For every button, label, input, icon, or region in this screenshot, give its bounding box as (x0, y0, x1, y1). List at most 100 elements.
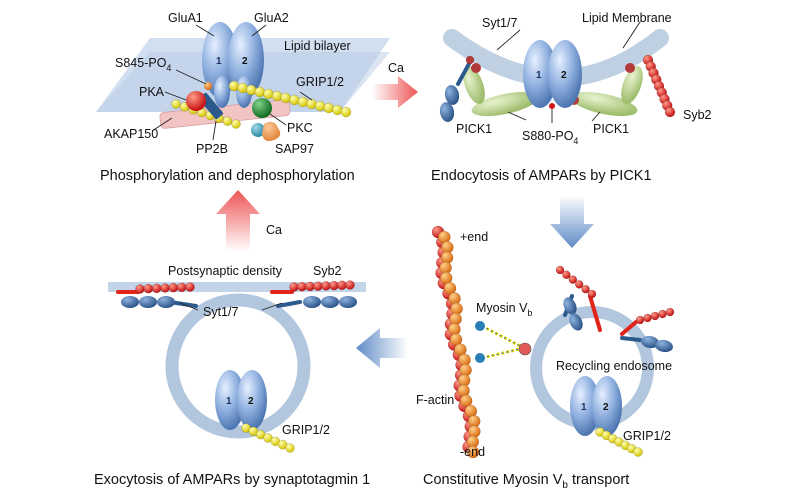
syt-chain-myosin-right (620, 335, 673, 353)
grip-chain-phospho (171, 80, 352, 129)
grip-bead (254, 86, 266, 98)
syt-linker (620, 336, 642, 342)
subunit-number-2-endo: 2 (561, 70, 567, 81)
sap97-blob (262, 121, 281, 142)
syt-chain-endo (439, 55, 475, 122)
pick1-left-label: PICK1 (456, 122, 492, 136)
syt-domain (157, 296, 175, 308)
syb2-bead (185, 282, 195, 292)
s880-label: S880-PO4 (522, 129, 578, 146)
s845-label: S845-PO4 (115, 56, 171, 73)
s845-subscript: 4 (166, 63, 171, 73)
myosin-subscript: b (527, 308, 532, 318)
myosin-head-2 (475, 353, 485, 363)
syt-domain (439, 102, 455, 122)
exo-leader-lines (179, 302, 283, 311)
syb2-bead (160, 283, 170, 293)
subunit-number-2: 2 (242, 56, 248, 67)
syb2-label-endo: Syb2 (683, 108, 712, 122)
ca-arrow-right: Ca (372, 61, 418, 108)
grip-bead (306, 98, 317, 110)
grip-bead (263, 88, 274, 100)
syb2-bead (297, 281, 307, 292)
grip-bead (245, 84, 257, 96)
subunit-number-1-exo: 1 (226, 396, 232, 407)
grip-bead (314, 100, 326, 112)
endocytosis-caption: Endocytosis of AMPARs by PICK1 (431, 168, 652, 184)
pick1-left-arm (463, 65, 485, 105)
flow-arrow-left (356, 328, 408, 368)
syb2-linker (588, 294, 602, 332)
ca-arrow-up: Ca (216, 190, 282, 252)
syb2-bead (568, 275, 578, 284)
syb2-bead (581, 284, 590, 294)
exocytic-vesicle-ring (165, 293, 311, 439)
glua1-subunit-myosin (570, 376, 600, 436)
grip-bead (271, 90, 283, 102)
syb2-bead (643, 313, 652, 323)
myosin-caption: Constitutive Myosin Vb transport (423, 472, 629, 491)
glua2-label: GluA2 (254, 11, 289, 25)
sap97-label: SAP97 (275, 142, 314, 156)
myosin-label: Myosin Vb (476, 301, 532, 318)
syb2-bead (562, 270, 571, 280)
syb2-bead (321, 281, 331, 291)
syb2-bead (658, 309, 667, 319)
grip-bead (323, 102, 335, 114)
syt-domain (563, 297, 577, 315)
endo-leader-lines (496, 21, 641, 123)
syt-domain (321, 296, 339, 308)
pick1-left-cap (471, 63, 481, 73)
syb2-bead (635, 315, 645, 325)
syb2-bead (665, 307, 675, 317)
glua2-subunit-endo (548, 40, 582, 108)
postsynaptic-density-band (108, 282, 366, 292)
actin-bead-orange (449, 333, 463, 346)
myosin-cargo (518, 342, 532, 356)
pkc-ball (252, 98, 272, 118)
grip-bead (231, 119, 241, 129)
s880-phosphate (549, 103, 555, 109)
pick1-right-label: PICK1 (593, 122, 629, 136)
phosphorylation-panel: 1 2 GluA1 GluA2 S845-PO4 Lipid bilayer G… (96, 11, 390, 184)
grip-bead (633, 447, 643, 457)
grip-bead (222, 116, 233, 126)
endocytosis-panel: 1 2 Syt1/7 Lipid Membrane PICK1 S880-PO4… (431, 11, 712, 184)
syb2-chain-myosin-right (620, 307, 675, 336)
actin-bead-orange (448, 292, 461, 305)
lipid-membrane-label: Lipid Membrane (582, 11, 672, 25)
pka-ball (186, 91, 206, 111)
syb2-bead (650, 311, 660, 321)
pick1-right-cap (625, 63, 635, 73)
ampar-receptor-endo: 1 2 (523, 40, 582, 108)
glua1-subunit-exo (215, 370, 245, 430)
syt-label-exo: Syt1/7 (203, 305, 238, 319)
recycling-endosome-label: Recycling endosome (556, 359, 672, 373)
s880-text: S880-PO (522, 129, 574, 143)
syb2-bead (143, 283, 154, 294)
grip-bead (228, 80, 240, 92)
syb2-bead (587, 289, 597, 299)
syb2-bead (337, 280, 347, 291)
myosin-caption-tail: transport (568, 472, 629, 488)
subunit-number-1-myosin: 1 (581, 402, 587, 413)
phospho-leader-lines (151, 24, 313, 141)
ca-label-top: Ca (388, 61, 404, 75)
grip-label-exo: GRIP1/2 (282, 423, 330, 437)
syt-label-endo: Syt1/7 (482, 16, 517, 30)
subunit-number-2-exo: 2 (248, 396, 254, 407)
glua1-stalk (214, 76, 230, 108)
syb2-chain-exo-left (116, 282, 195, 294)
grip-bead (332, 104, 343, 116)
glua1-subunit-endo (523, 40, 557, 108)
syb2-chain-myosin-upper (555, 265, 602, 332)
actin-bead-orange (466, 445, 480, 459)
grip-bead (289, 94, 300, 106)
ampar-receptor-exo: 1 2 (215, 370, 267, 430)
s880-subscript: 4 (573, 136, 578, 146)
grip-label-phospho: GRIP1/2 (296, 75, 344, 89)
ca-label-left: Ca (266, 223, 282, 237)
myosin-text: Myosin V (476, 301, 528, 315)
syt-chain-myosin-upper (563, 294, 583, 331)
